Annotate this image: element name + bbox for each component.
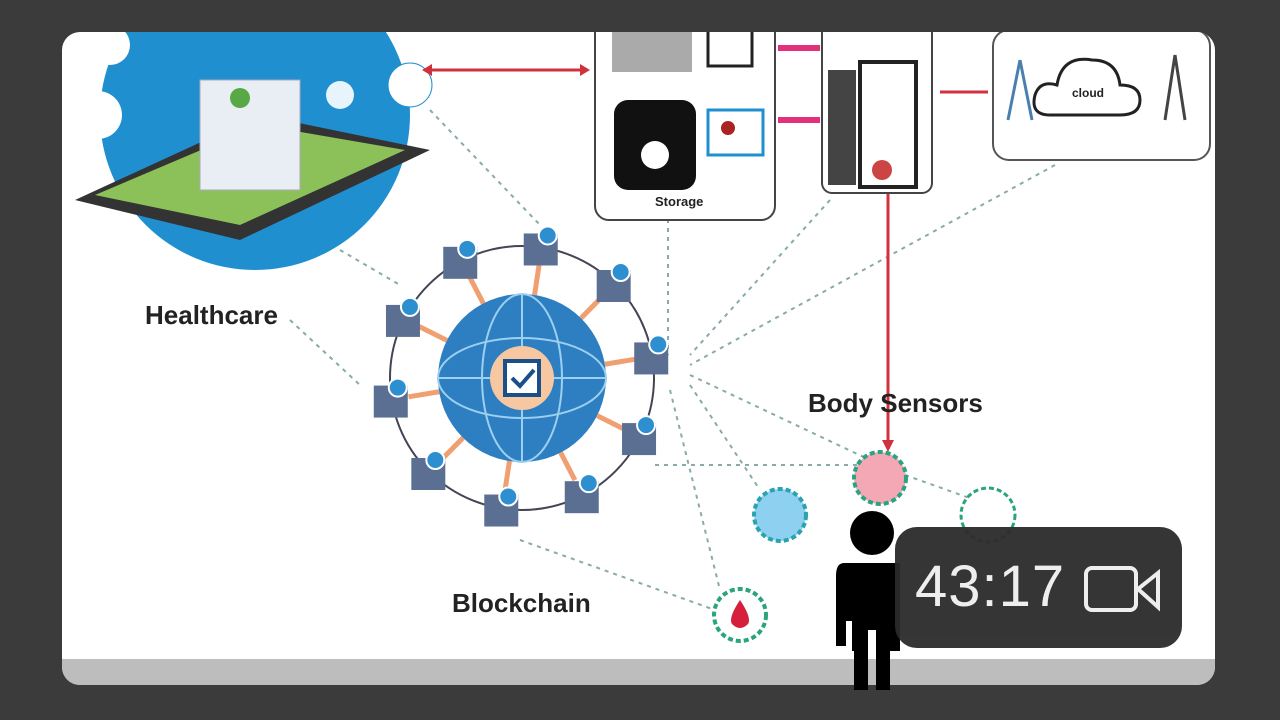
blockchain-spoke — [532, 263, 542, 296]
storage-label: Storage — [655, 194, 704, 209]
blockchain-spoke — [604, 356, 636, 367]
blockchain-node-icon — [411, 449, 446, 490]
blockchain-node-icon — [564, 473, 599, 514]
body-sensors — [712, 450, 1017, 643]
bottom-strip — [62, 659, 1215, 685]
video-duration-badge: 43:17 — [895, 527, 1182, 648]
blockchain-node-icon — [523, 225, 558, 266]
blockchain-node-icon — [484, 486, 519, 527]
iot-blockchain-diagram — [74, 32, 1211, 643]
cloud-box — [992, 32, 1211, 161]
body-sensors-label: Body Sensors — [808, 388, 983, 418]
blockchain-node-icon — [622, 415, 657, 456]
video-camera-icon — [1084, 566, 1160, 612]
blockchain-label: Blockchain — [452, 588, 591, 618]
blockchain-node-icon — [373, 377, 408, 418]
blockchain-node-icon — [385, 296, 420, 337]
blockchain-spoke — [439, 436, 465, 462]
diagram-board — [62, 32, 1215, 685]
blockchain-node-icon — [596, 262, 631, 303]
duration-text: 43:17 — [915, 554, 1066, 619]
connection-arrows — [422, 45, 988, 452]
blockchain-node-icon — [443, 238, 478, 279]
healthcare-illustration — [74, 32, 433, 270]
blockchain-node-icon — [634, 334, 669, 375]
healthcare-label: Healthcare — [145, 300, 278, 330]
storage-box — [594, 32, 776, 221]
blockchain-network — [373, 225, 669, 527]
cloud-label: cloud — [1072, 86, 1104, 100]
server-box — [821, 32, 933, 194]
blockchain-spoke — [466, 274, 486, 305]
dashed-links — [289, 109, 1056, 611]
blockchain-spoke — [558, 451, 578, 482]
blockchain-spoke — [502, 460, 512, 493]
person-silhouette-icon — [836, 511, 900, 690]
blockchain-spoke — [595, 413, 626, 432]
blockchain-spoke — [408, 389, 440, 400]
blockchain-spoke — [418, 324, 449, 343]
